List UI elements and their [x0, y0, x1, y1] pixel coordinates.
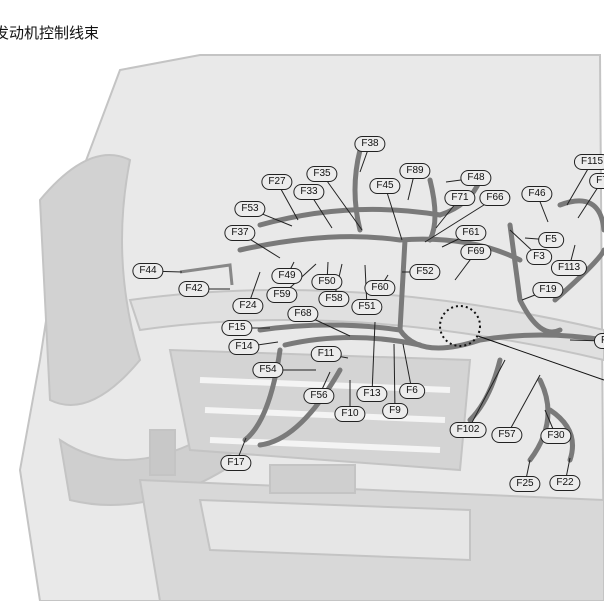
connector-label-f37: F37 — [224, 225, 256, 241]
connector-label-f69: F69 — [460, 244, 492, 260]
connector-label-f53: F53 — [234, 201, 266, 217]
connector-label-f102: F102 — [449, 422, 487, 438]
connector-label-f15: F15 — [221, 320, 253, 336]
connector-label-f27: F27 — [261, 174, 293, 190]
leader-line — [321, 173, 363, 231]
connector-label-f19: F19 — [532, 282, 564, 298]
connector-label-f89: F89 — [399, 163, 431, 179]
wiring-harness — [237, 147, 604, 463]
connector-label-f58: F58 — [318, 291, 350, 307]
connector-label-f46: F46 — [521, 186, 553, 202]
connector-label-f13: F13 — [356, 386, 388, 402]
connector-label-f66: F66 — [479, 190, 511, 206]
connector-label-f56: F56 — [303, 388, 335, 404]
connector-label-f3: F3 — [526, 249, 552, 265]
leader-line — [467, 359, 506, 431]
leader-line — [384, 185, 403, 241]
connector-label-f17: F17 — [220, 455, 252, 471]
leader-line — [371, 321, 376, 395]
connector-label-f7: F7 — [589, 173, 604, 189]
connector-label-f50: F50 — [311, 274, 343, 290]
connector-label-f60: F60 — [364, 280, 396, 296]
connector-label-f5: F5 — [538, 232, 564, 248]
connector-label-f51: F51 — [351, 299, 383, 315]
connector-label-f10: F10 — [334, 406, 366, 422]
connector-label-f38: F38 — [354, 136, 386, 152]
connector-label-f9: F9 — [382, 403, 408, 419]
connector-label-f44: F44 — [132, 263, 164, 279]
leader-line — [506, 374, 541, 436]
connector-label-f42: F42 — [178, 281, 210, 297]
connector-label-f45: F45 — [369, 178, 401, 194]
connector-label-f71: F71 — [444, 190, 476, 206]
connector-label-f25: F25 — [509, 476, 541, 492]
leader-line — [393, 343, 396, 412]
connector-label-f24: F24 — [232, 298, 264, 314]
connector-label-f48: F48 — [460, 170, 492, 186]
connector-label-f30: F30 — [540, 428, 572, 444]
connector-label-f61: F61 — [455, 225, 487, 241]
vehicle-body — [18, 54, 604, 601]
detail-circle — [439, 305, 481, 347]
connector-label-f11: F11 — [310, 346, 342, 362]
connector-label-f52: F52 — [409, 264, 441, 280]
diagram-title: 发动机控制线束 — [0, 24, 100, 42]
connector-label-f68: F68 — [287, 306, 319, 322]
connector-label-f115: F115 — [573, 154, 604, 170]
connector-label-f35: F35 — [306, 166, 338, 182]
connector-label-f49: F49 — [271, 268, 303, 284]
connector-label-f14: F14 — [228, 339, 260, 355]
connector-label-f57: F57 — [491, 427, 523, 443]
connector-label-f113: F113 — [550, 260, 588, 276]
connector-label-f: F — [593, 333, 604, 349]
connector-label-f54: F54 — [252, 362, 284, 378]
connector-label-f6: F6 — [399, 383, 425, 399]
connector-label-f59: F59 — [266, 287, 298, 303]
connector-label-f22: F22 — [549, 475, 581, 491]
connector-label-f33: F33 — [293, 184, 325, 200]
